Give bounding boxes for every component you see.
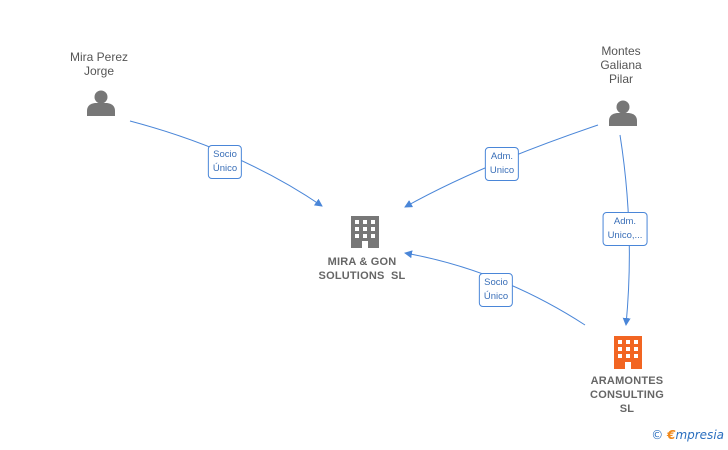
edge-label-adm-unico[interactable]: Adm. Unico [484,147,520,181]
person-name-line: Jorge [83,64,115,78]
person-label-montes[interactable]: Montes Galiana Pilar [600,44,641,86]
building-icon[interactable] [351,216,379,248]
edge-label-line: Único [483,291,509,302]
brand-name: mpresia [675,428,724,442]
company-name-line: MIRA & GON [327,256,397,268]
edge-label-socio-unico-aramontes[interactable]: Socio Único [478,273,514,307]
person-icon[interactable] [87,90,115,117]
edge-label-line: Unico,... [607,230,643,241]
edge-label-socio-unico[interactable]: Socio Único [207,145,243,179]
company-label-mira-gon[interactable]: MIRA & GON SOLUTIONS SL [319,255,406,283]
person-name-line: Mira Perez [69,50,129,64]
edge-label-line: Único [212,163,238,174]
company-label-aramontes[interactable]: ARAMONTES CONSULTING SL [590,374,664,416]
edge-label-line: Adm. [613,216,637,227]
company-name-line: CONSULTING [590,389,664,401]
copyright-symbol: © [651,428,664,442]
person-name-line: Montes [601,44,641,58]
edge-label-line: Socio [213,149,237,160]
company-name-line: SOLUTIONS SL [318,270,406,282]
edge-label-line: Unico [489,165,515,176]
person-label-mira-perez[interactable]: Mira Perez Jorge [70,50,128,78]
person-name-line: Galiana [600,58,642,72]
edge-label-line: Adm. [490,151,514,162]
edge-label-adm-unico-more[interactable]: Adm. Unico,... [602,212,648,246]
edge-label-line: Socio [484,277,508,288]
person-icon[interactable] [609,100,637,127]
brand-logo: © €mpresia [651,428,724,442]
company-name-line: ARAMONTES [590,375,664,387]
brand-e: € [667,428,676,442]
company-name-line: SL [619,403,635,415]
building-icon[interactable] [614,336,642,369]
person-name-line: Pilar [608,72,633,86]
